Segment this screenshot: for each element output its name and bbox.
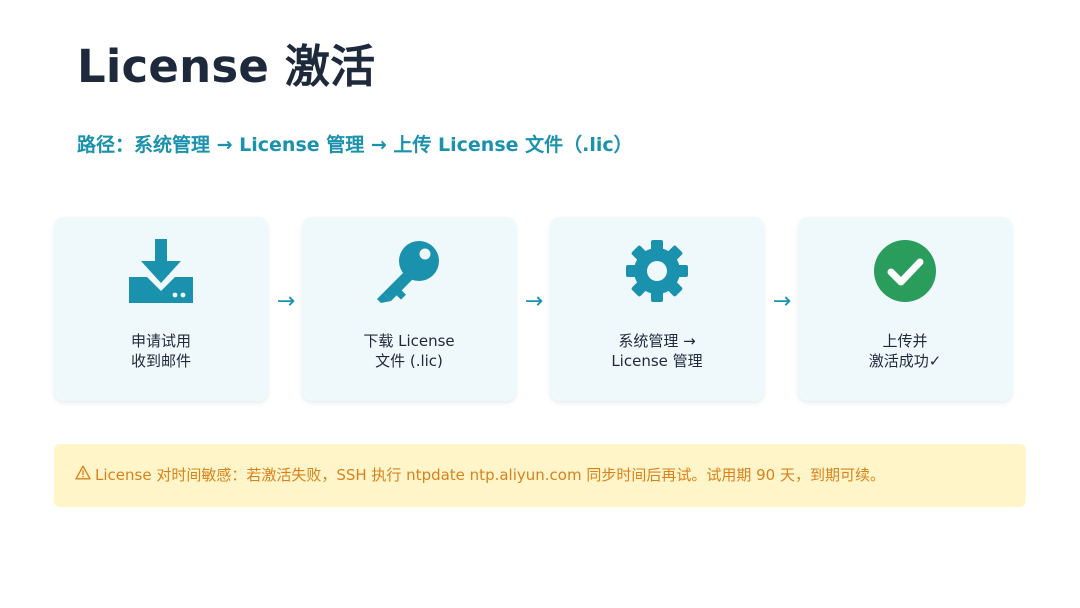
step-label: 上传并 激活成功✓ bbox=[802, 331, 1008, 371]
step-label-line2: 收到邮件 bbox=[130, 352, 191, 370]
step-label-line2: License 管理 bbox=[611, 352, 703, 370]
step-arrow: → bbox=[276, 289, 296, 314]
gear-icon bbox=[625, 237, 689, 305]
step-label: 系统管理 → License 管理 bbox=[554, 331, 760, 371]
step-label-line1: 申请试用 bbox=[130, 332, 191, 350]
download-tray-icon bbox=[129, 237, 193, 305]
step-label: 申请试用 收到邮件 bbox=[58, 331, 264, 371]
page-title: License 激活 bbox=[77, 40, 376, 93]
time-sensitivity-warning: License 对时间敏感：若激活失败，SSH 执行 ntpdate ntp.a… bbox=[54, 444, 1026, 507]
step-arrow: → bbox=[772, 289, 792, 314]
key-icon bbox=[377, 237, 441, 305]
step-label: 下载 License 文件 (.lic) bbox=[306, 331, 512, 371]
step-card-upload-activate: 上传并 激活成功✓ bbox=[798, 217, 1012, 401]
step-label-line1: 下载 License bbox=[363, 332, 455, 350]
step-label-line2: 文件 (.lic) bbox=[375, 352, 443, 370]
step-card-apply-trial: 申请试用 收到邮件 bbox=[54, 217, 268, 401]
check-circle-icon bbox=[873, 237, 937, 305]
step-label-line2: 激活成功✓ bbox=[868, 352, 942, 370]
step-arrow: → bbox=[524, 289, 544, 314]
warning-triangle-icon bbox=[75, 444, 91, 507]
navigation-path: 路径：系统管理 → License 管理 → 上传 License 文件（.li… bbox=[77, 134, 633, 156]
step-label-line1: 系统管理 → bbox=[618, 332, 696, 350]
step-label-line1: 上传并 bbox=[882, 332, 928, 350]
activation-steps: 申请试用 收到邮件 → 下载 License 文件 (.lic) → bbox=[54, 217, 1018, 401]
step-card-system-management: 系统管理 → License 管理 bbox=[550, 217, 764, 401]
warning-text: License 对时间敏感：若激活失败，SSH 执行 ntpdate ntp.a… bbox=[95, 466, 885, 484]
step-card-download-license: 下载 License 文件 (.lic) bbox=[302, 217, 516, 401]
